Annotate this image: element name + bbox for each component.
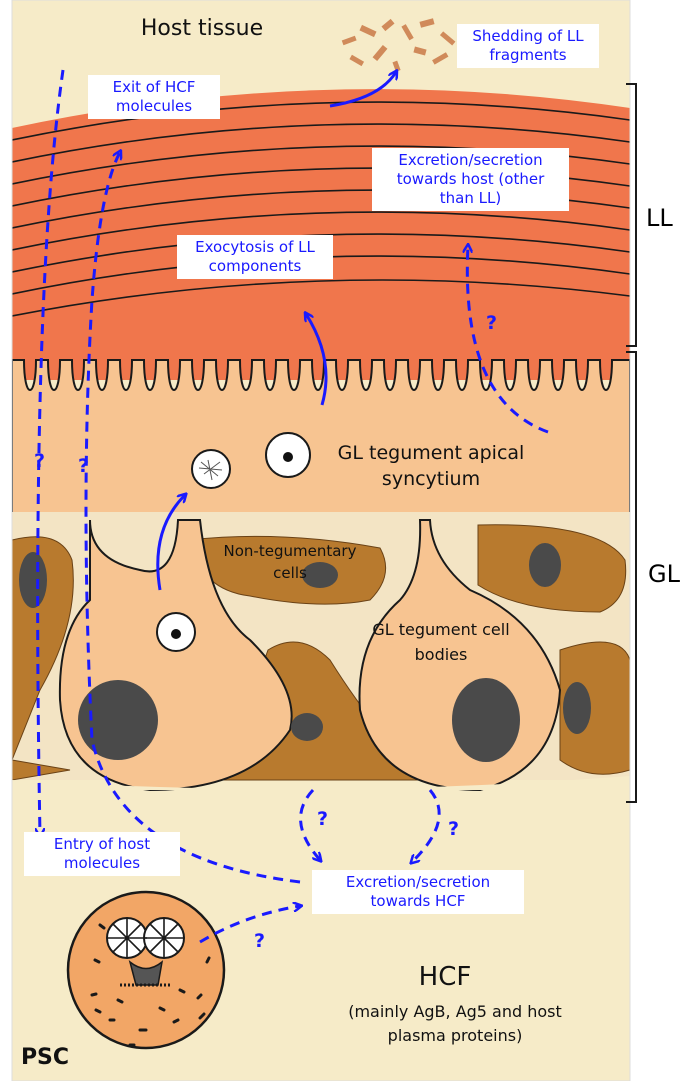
question-mark: ? — [486, 312, 497, 334]
excretion-host-label: Excretion/secretion towards host (other … — [372, 148, 569, 211]
ll-label: LL — [646, 204, 673, 232]
question-mark: ? — [448, 818, 459, 840]
shedding-label: Shedding of LL fragments — [457, 24, 599, 68]
psc-protoscolex — [68, 892, 224, 1048]
entry-host-label: Entry of host molecules — [24, 832, 180, 876]
exit-hcf-label: Exit of HCF molecules — [88, 75, 220, 119]
gl-apical-label: GL tegument apical syncytium — [326, 440, 536, 492]
psc-label: PSC — [20, 1045, 70, 1070]
excretion-hcf-label: Excretion/secretion towards HCF — [312, 870, 524, 914]
question-mark: ? — [34, 450, 45, 472]
gl-label: GL — [648, 560, 680, 588]
host-tissue-label: Host tissue — [112, 16, 292, 41]
exocytosis-label: Exocytosis of LL components — [177, 235, 333, 279]
gl-cell-bodies-label: GL tegument cell bodies — [366, 617, 516, 667]
question-mark: ? — [254, 930, 265, 952]
hcf-title: HCF — [415, 962, 475, 992]
question-mark: ? — [78, 455, 89, 477]
hcf-subtitle: (mainly AgB, Ag5 and host plasma protein… — [330, 1000, 580, 1048]
non-tegumentary-label: Non-tegumentary cells — [205, 540, 375, 584]
question-mark: ? — [317, 808, 328, 830]
